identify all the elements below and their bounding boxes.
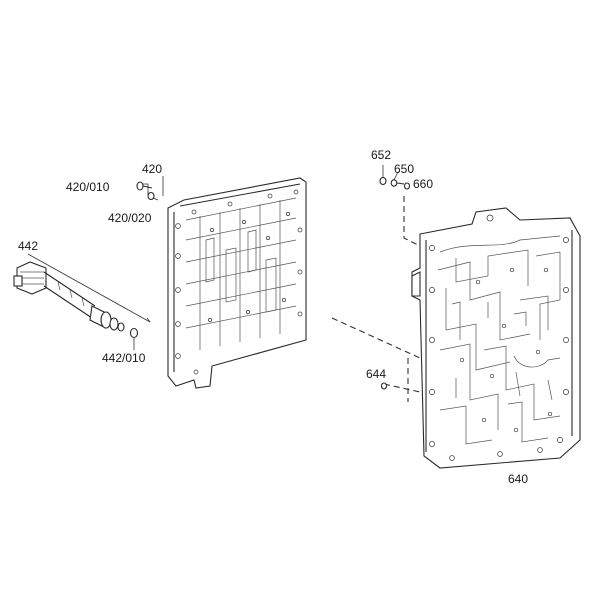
- callout-650: 650: [394, 162, 414, 176]
- valve-body-plate-left: [167, 177, 307, 389]
- callout-442-010: 442/010: [102, 351, 146, 365]
- callout-labels: 420 420/010 420/020 442 442/010 652 650 …: [18, 148, 528, 486]
- callout-644: 644: [366, 367, 386, 381]
- callout-652: 652: [371, 148, 391, 162]
- assembly-guide-lines: [331, 196, 421, 402]
- part-442-010-o-ring: [129, 327, 139, 350]
- callout-640: 640: [508, 472, 528, 486]
- callout-660: 660: [413, 177, 433, 191]
- part-652-650-660-small-parts: [379, 165, 411, 190]
- callout-442: 442: [18, 239, 38, 253]
- right-plate-holes: [429, 214, 569, 461]
- part-644-ball: [380, 382, 388, 390]
- left-plate-holes: [175, 189, 303, 375]
- part-420-fastener-group: [136, 176, 164, 201]
- part-640-valve-body: [411, 207, 581, 469]
- callout-420-020: 420/020: [108, 211, 152, 225]
- callout-420-010: 420/010: [66, 180, 110, 194]
- part-442-sensor-harness: [13, 253, 151, 332]
- callout-420: 420: [142, 162, 162, 176]
